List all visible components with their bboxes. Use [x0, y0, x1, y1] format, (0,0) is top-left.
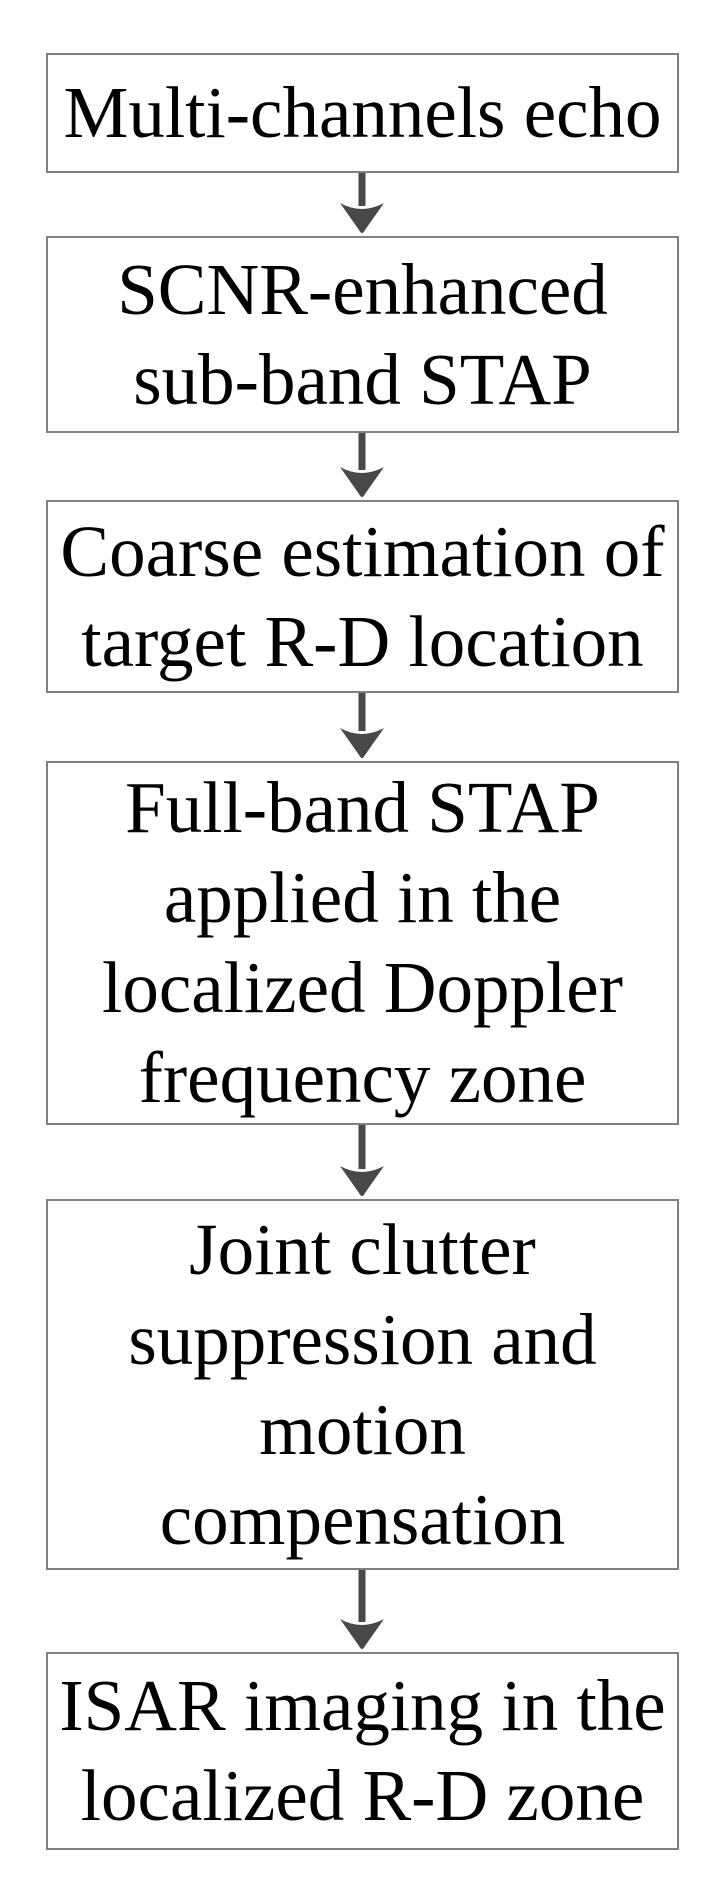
flow-box-joint-clutter-motion-comp: Joint clutter suppression and motion com…	[46, 1199, 679, 1570]
down-arrow-icon	[340, 1125, 384, 1196]
down-arrow-icon	[340, 433, 384, 497]
flow-box-label: Coarse estimation of target R-D location	[60, 510, 665, 682]
flow-box-scnr-enhanced-sub-band-stap: SCNR-enhanced sub-band STAP	[46, 236, 679, 433]
flow-box-label: SCNR-enhanced sub-band STAP	[117, 248, 608, 420]
flow-box-label: Joint clutter suppression and motion com…	[128, 1208, 597, 1560]
flow-box-coarse-estimation-rd-location: Coarse estimation of target R-D location	[46, 500, 679, 693]
down-arrow-icon	[340, 693, 384, 758]
flow-box-isar-imaging-rd-zone: ISAR imaging in the localized R-D zone	[46, 1652, 679, 1850]
flow-box-full-band-stap-doppler-zone: Full-band STAP applied in the localized …	[46, 761, 679, 1125]
down-arrow-icon	[340, 1570, 384, 1649]
flow-box-label: Multi-channels echo	[63, 72, 662, 153]
flow-box-label: ISAR imaging in the localized R-D zone	[59, 1665, 666, 1836]
flow-box-multi-channels-echo: Multi-channels echo	[46, 53, 679, 173]
down-arrow-icon	[340, 173, 384, 233]
flow-box-label: Full-band STAP applied in the localized …	[102, 767, 623, 1118]
